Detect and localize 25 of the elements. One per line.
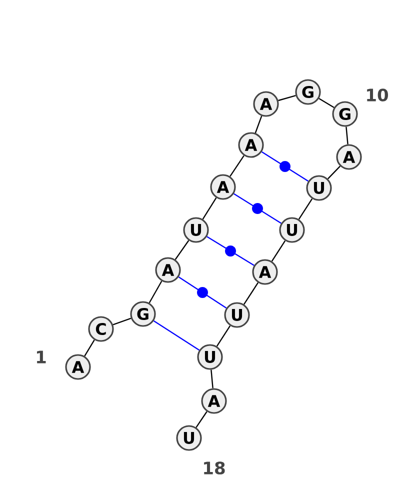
backbone-line [84, 340, 95, 356]
base-pair-line [262, 151, 308, 182]
base-pair-line [178, 276, 227, 309]
backbone-line [174, 240, 190, 260]
base-pair-line [206, 236, 254, 266]
backbone-line [148, 280, 162, 304]
backbone-line [112, 318, 132, 326]
base-pair-line [153, 320, 200, 351]
position-number: 18 [204, 462, 225, 474]
position-number: 1 [37, 350, 46, 364]
backbone-line [196, 411, 208, 428]
backbone-line [202, 198, 217, 220]
backbone-line [327, 166, 341, 180]
backbone-line [298, 198, 313, 220]
backbone-line [254, 116, 262, 134]
backbone-line [210, 370, 214, 388]
backbone-line [216, 325, 231, 347]
backbone-line [278, 94, 296, 102]
base-pair-line [234, 193, 282, 224]
backbone-line [318, 98, 334, 108]
backbone-line [271, 240, 286, 262]
backbone-line [243, 282, 259, 305]
backbone-line [230, 155, 244, 177]
position-number: 10 [367, 88, 388, 102]
backbone-line [346, 126, 348, 144]
